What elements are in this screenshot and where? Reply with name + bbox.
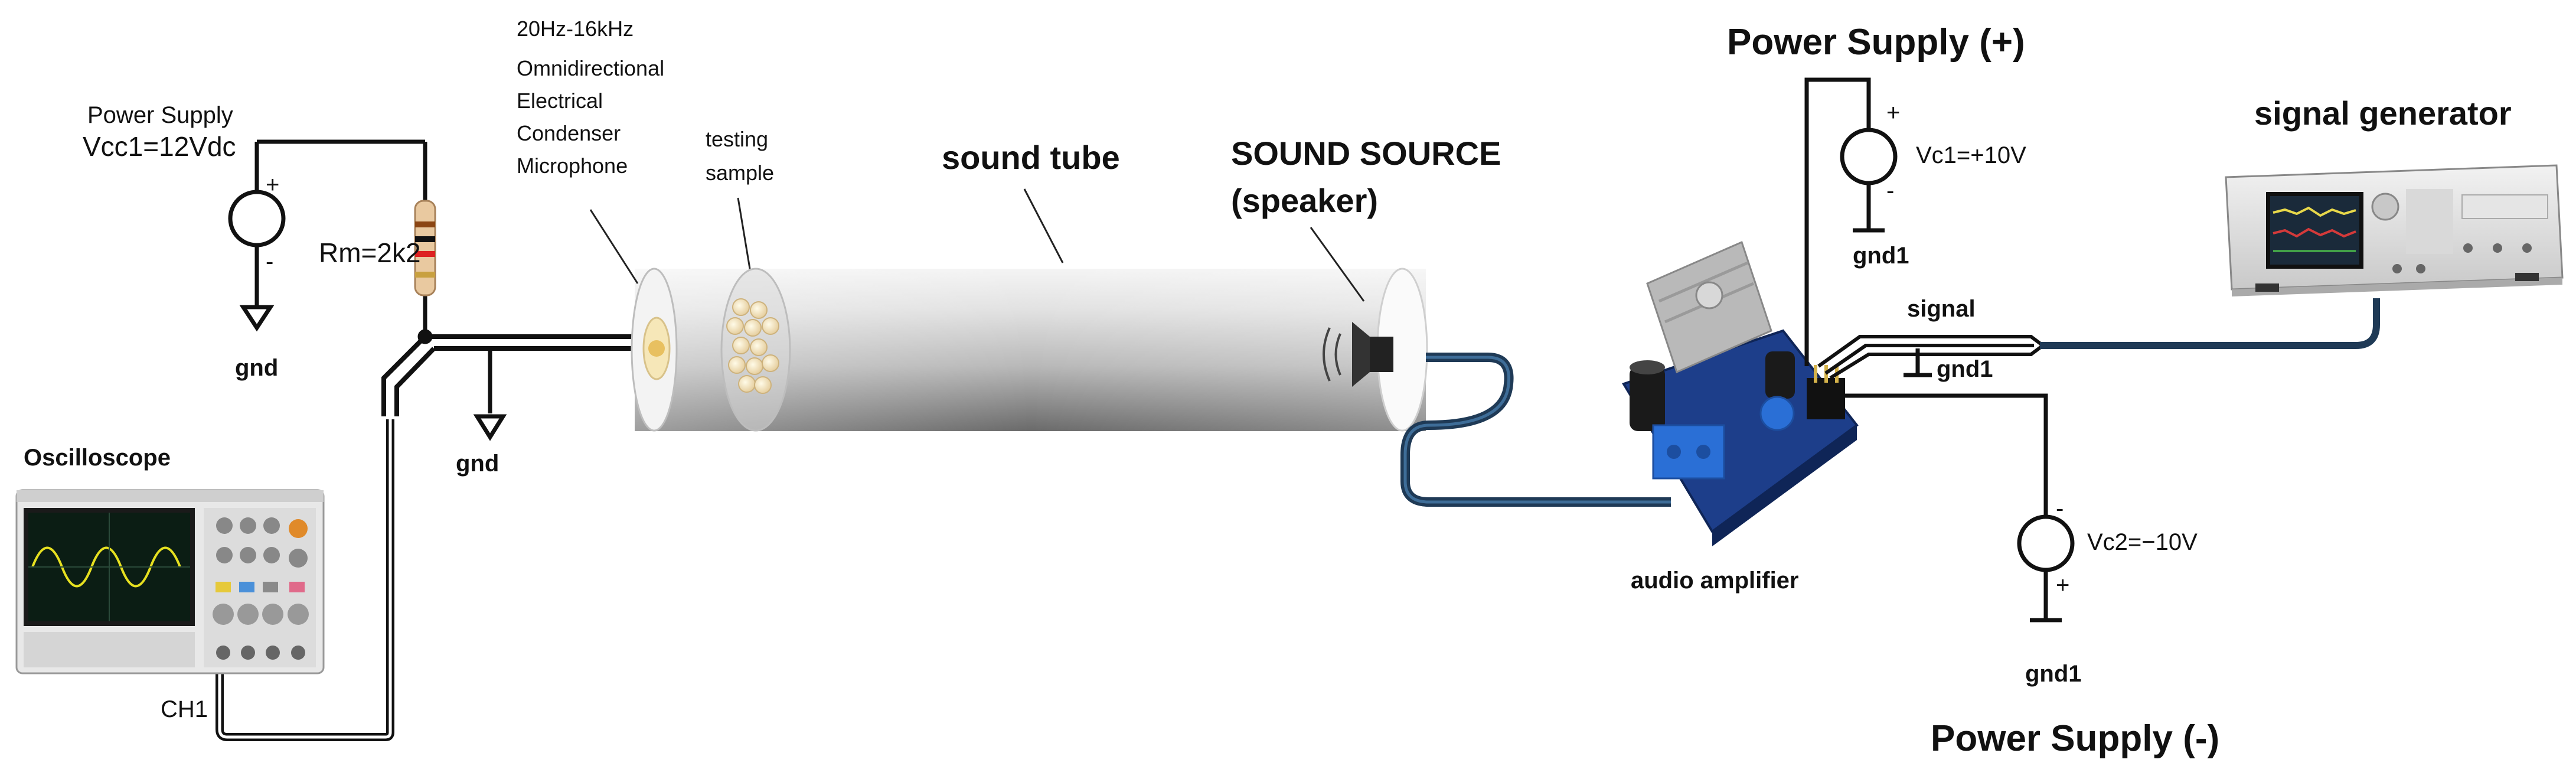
microphone-icon (648, 340, 665, 357)
leader-lines (589, 188, 1365, 302)
gnd-label-left: gnd (235, 355, 279, 381)
bottom-plus-sign: + (2056, 572, 2070, 598)
signal-cable (1817, 335, 2046, 380)
speaker-icon (1323, 322, 1393, 387)
amplifier-board-icon (1622, 240, 1859, 546)
power-source-icon (2017, 514, 2075, 572)
gnd1-label-signal: gnd1 (1937, 356, 1993, 382)
oscilloscope-label: Oscilloscope (24, 445, 171, 471)
audio-amplifier-label: audio amplifier (1631, 568, 1799, 594)
vcc1-label: Vcc1=12Vdc (83, 131, 236, 162)
testing-sample-label-1: testing (706, 127, 769, 151)
bottom-minus-sign: - (2056, 496, 2064, 521)
testing-sample (726, 298, 779, 394)
left-plus-sign: + (266, 172, 280, 198)
rm-label: Rm=2k2 (319, 237, 421, 268)
power-source-icon (228, 190, 286, 247)
oscilloscope-icon (15, 489, 325, 674)
mic-spec-line-1: 20Hz-16kHz (517, 17, 634, 41)
resistor-icon (414, 200, 436, 296)
right-minus-sign: - (1886, 178, 1895, 204)
right-supply-wiring (1804, 77, 2062, 622)
left-supply-circuit (254, 139, 427, 334)
gnd1-label-top: gnd1 (1853, 243, 1909, 269)
mic-cable (216, 329, 638, 741)
sound-tube (631, 268, 1428, 432)
ground-icon (239, 305, 275, 332)
power-source-icon (1840, 128, 1898, 185)
gnd-label-mic: gnd (456, 451, 499, 477)
power-supply-plus-label: Power Supply (+) (1727, 22, 2025, 63)
speaker-cable (1400, 353, 1671, 507)
gnd1-label-bottom: gnd1 (2025, 661, 2082, 687)
sound-source-sublabel: (speaker) (1231, 182, 1379, 219)
ch1-label: CH1 (161, 696, 208, 722)
signal-label: signal (1907, 296, 1976, 322)
mic-spec-line-4: Condenser (517, 121, 621, 145)
left-minus-sign: - (266, 249, 274, 275)
sound-source-label: SOUND SOURCE (1231, 135, 1501, 172)
vc1-label: Vc1=+10V (1916, 142, 2026, 168)
power-supply-left-label: Power Supply (87, 102, 233, 128)
vc2-label: Vc2=−10V (2087, 529, 2198, 555)
signal-generator-icon (2225, 164, 2564, 296)
sound-tube-label: sound tube (942, 139, 1120, 176)
ground-icon (473, 414, 507, 441)
mic-spec-line-5: Microphone (517, 154, 628, 178)
power-supply-minus-label: Power Supply (-) (1931, 718, 2220, 759)
testing-sample-label-2: sample (706, 161, 775, 185)
mic-spec-line-3: Electrical (517, 89, 603, 113)
generator-cable (2040, 298, 2380, 349)
signal-generator-label: signal generator (2254, 94, 2512, 132)
right-plus-sign: + (1886, 100, 1901, 126)
mic-spec-line-2: Omnidirectional (517, 56, 665, 80)
